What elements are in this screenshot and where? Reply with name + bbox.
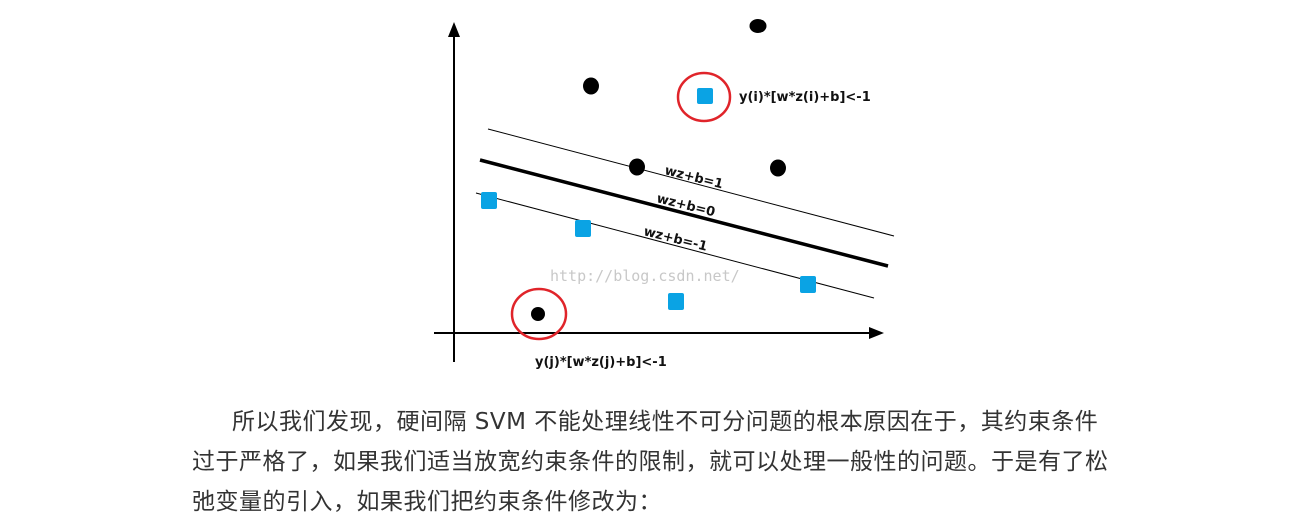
class-dots [531,19,786,321]
data-point-square [800,276,816,293]
watermark: http://blog.csdn.net/ [550,267,740,285]
data-point-dot [629,158,645,176]
body-paragraph: 所以我们发现，硬间隔 SVM 不能处理线性不可分问题的根本原因在于，其约束条件过… [192,409,1109,515]
data-point-dot [583,77,599,95]
annotation-outlier-square: y(i)*[w*z(i)+b]<-1 [739,90,871,105]
svm-soft-margin-diagram: wz+b=1 wz+b=0 wz+b=-1 http://blog.csdn.n… [434,19,895,370]
data-point-square [668,293,684,310]
margin-line-upper [487,128,895,237]
highlight-circles [510,71,732,341]
x-axis-arrow-icon [869,327,884,339]
class-squares [481,88,816,310]
y-axis-arrow-icon [448,22,460,37]
label-decision-boundary: wz+b=0 [655,191,717,220]
data-point-square [575,220,591,237]
highlight-circle-square-outlier [676,71,732,123]
label-upper-margin: wz+b=1 [663,163,725,192]
axes [434,22,884,362]
data-point-square-outlier [697,88,713,104]
decision-boundary-line [479,158,889,268]
data-point-square [481,192,497,209]
data-point-dot [749,19,767,33]
label-lower-margin: wz+b=-1 [642,224,709,254]
data-point-dot-outlier [531,307,545,321]
annotation-outlier-dot: y(j)*[w*z(j)+b]<-1 [535,355,667,370]
highlight-circle-dot-outlier [510,287,568,341]
data-point-dot [770,159,786,177]
